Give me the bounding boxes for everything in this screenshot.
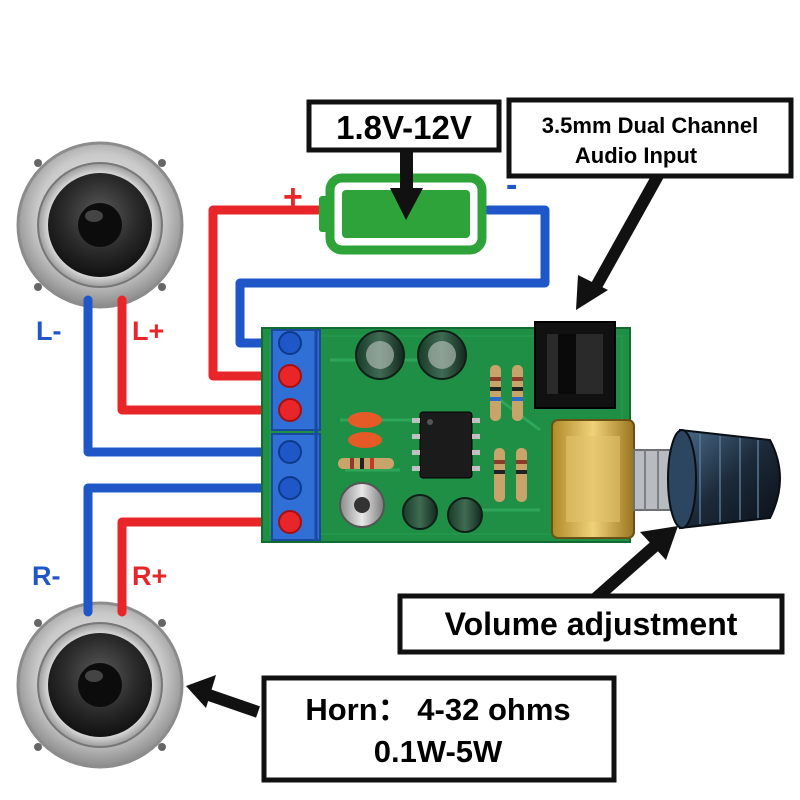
left-plus-label: L+ bbox=[132, 316, 164, 346]
right-positive-wire bbox=[117, 517, 295, 617]
volume-knob bbox=[551, 419, 781, 539]
left-minus-label: L- bbox=[36, 316, 61, 346]
horn-label-line1: Horn： 4-32 ohms bbox=[305, 692, 570, 727]
horn-arrow bbox=[186, 675, 260, 718]
battery-negative-wire bbox=[235, 205, 550, 348]
battery-minus-label: - bbox=[506, 166, 517, 204]
volume-label: Volume adjustment bbox=[445, 606, 738, 642]
right-negative-wire bbox=[83, 483, 295, 617]
audio-input-label-box: 3.5mm Dual Channel Audio Input bbox=[506, 97, 794, 179]
audio-input-label-line1: 3.5mm Dual Channel bbox=[542, 113, 758, 138]
battery-positive-wire bbox=[208, 205, 325, 381]
right-minus-label: R- bbox=[32, 561, 61, 591]
battery-plus-label: + bbox=[283, 178, 303, 216]
audio-input-arrow bbox=[576, 169, 666, 310]
voltage-label-box: 1.8V-12V bbox=[306, 99, 502, 153]
horn-label-line2: 0.1W-5W bbox=[374, 734, 503, 769]
voltage-label: 1.8V-12V bbox=[336, 109, 472, 146]
right-speaker bbox=[16, 601, 184, 769]
voltage-arrow bbox=[390, 148, 423, 220]
volume-arrow bbox=[592, 526, 678, 603]
right-plus-label: R+ bbox=[132, 561, 167, 591]
left-positive-wire bbox=[117, 295, 295, 415]
horn-label-box: Horn： 4-32 ohms 0.1W-5W bbox=[261, 675, 617, 783]
left-speaker bbox=[16, 141, 184, 309]
audio-input-label-line2: Audio Input bbox=[575, 143, 698, 168]
volume-label-box: Volume adjustment bbox=[397, 593, 785, 655]
left-negative-wire bbox=[83, 295, 295, 457]
